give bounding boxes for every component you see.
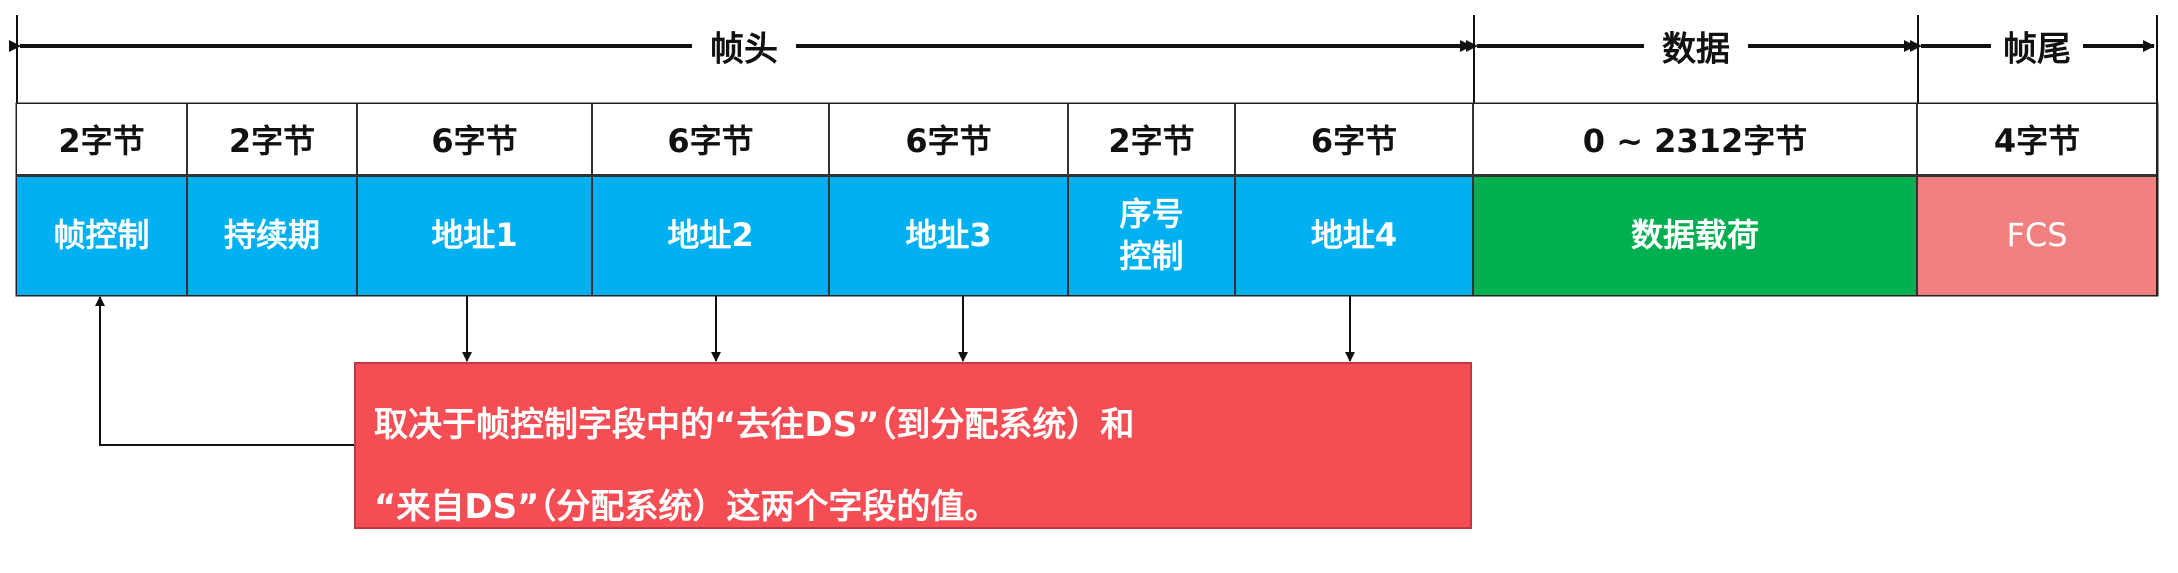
size-duration: 2字节 [188, 104, 358, 174]
section-label-header: 帧头 [692, 21, 796, 71]
field-address4: 地址4 [1236, 174, 1474, 295]
field-address2: 地址2 [593, 174, 830, 295]
note-line-2: “来自DS”（分配系统）这两个字段的值。 [374, 487, 999, 527]
frame-control-arrow [95, 296, 354, 446]
size-address4: 6字节 [1236, 104, 1474, 174]
field-payload: 数据载荷 [1474, 174, 1918, 295]
field-address1: 地址1 [358, 174, 593, 295]
size-address1: 6字节 [358, 104, 593, 174]
field-duration: 持续期 [188, 174, 358, 295]
size-sequence-control: 2字节 [1069, 104, 1236, 174]
section-label-trailer: 帧尾 [1991, 21, 2083, 71]
field-frame-control: 帧控制 [17, 174, 188, 295]
size-fcs: 4字节 [1918, 104, 2156, 174]
note-line-1: 取决于帧控制字段中的“去往DS”（到分配系统）和 [374, 405, 1135, 445]
size-frame-control: 2字节 [17, 104, 188, 174]
field-address3: 地址3 [830, 174, 1069, 295]
field-fcs: FCS [1918, 174, 2156, 295]
size-address3: 6字节 [830, 104, 1069, 174]
size-payload: 0 ~ 2312字节 [1474, 104, 1918, 174]
size-address2: 6字节 [593, 104, 830, 174]
address-note-box: 取决于帧控制字段中的“去往DS”（到分配系统）和 “来自DS”（分配系统）这两个… [354, 362, 1472, 529]
field-sequence-control: 序号控制 [1069, 174, 1236, 295]
section-label-data: 数据 [1644, 21, 1748, 71]
